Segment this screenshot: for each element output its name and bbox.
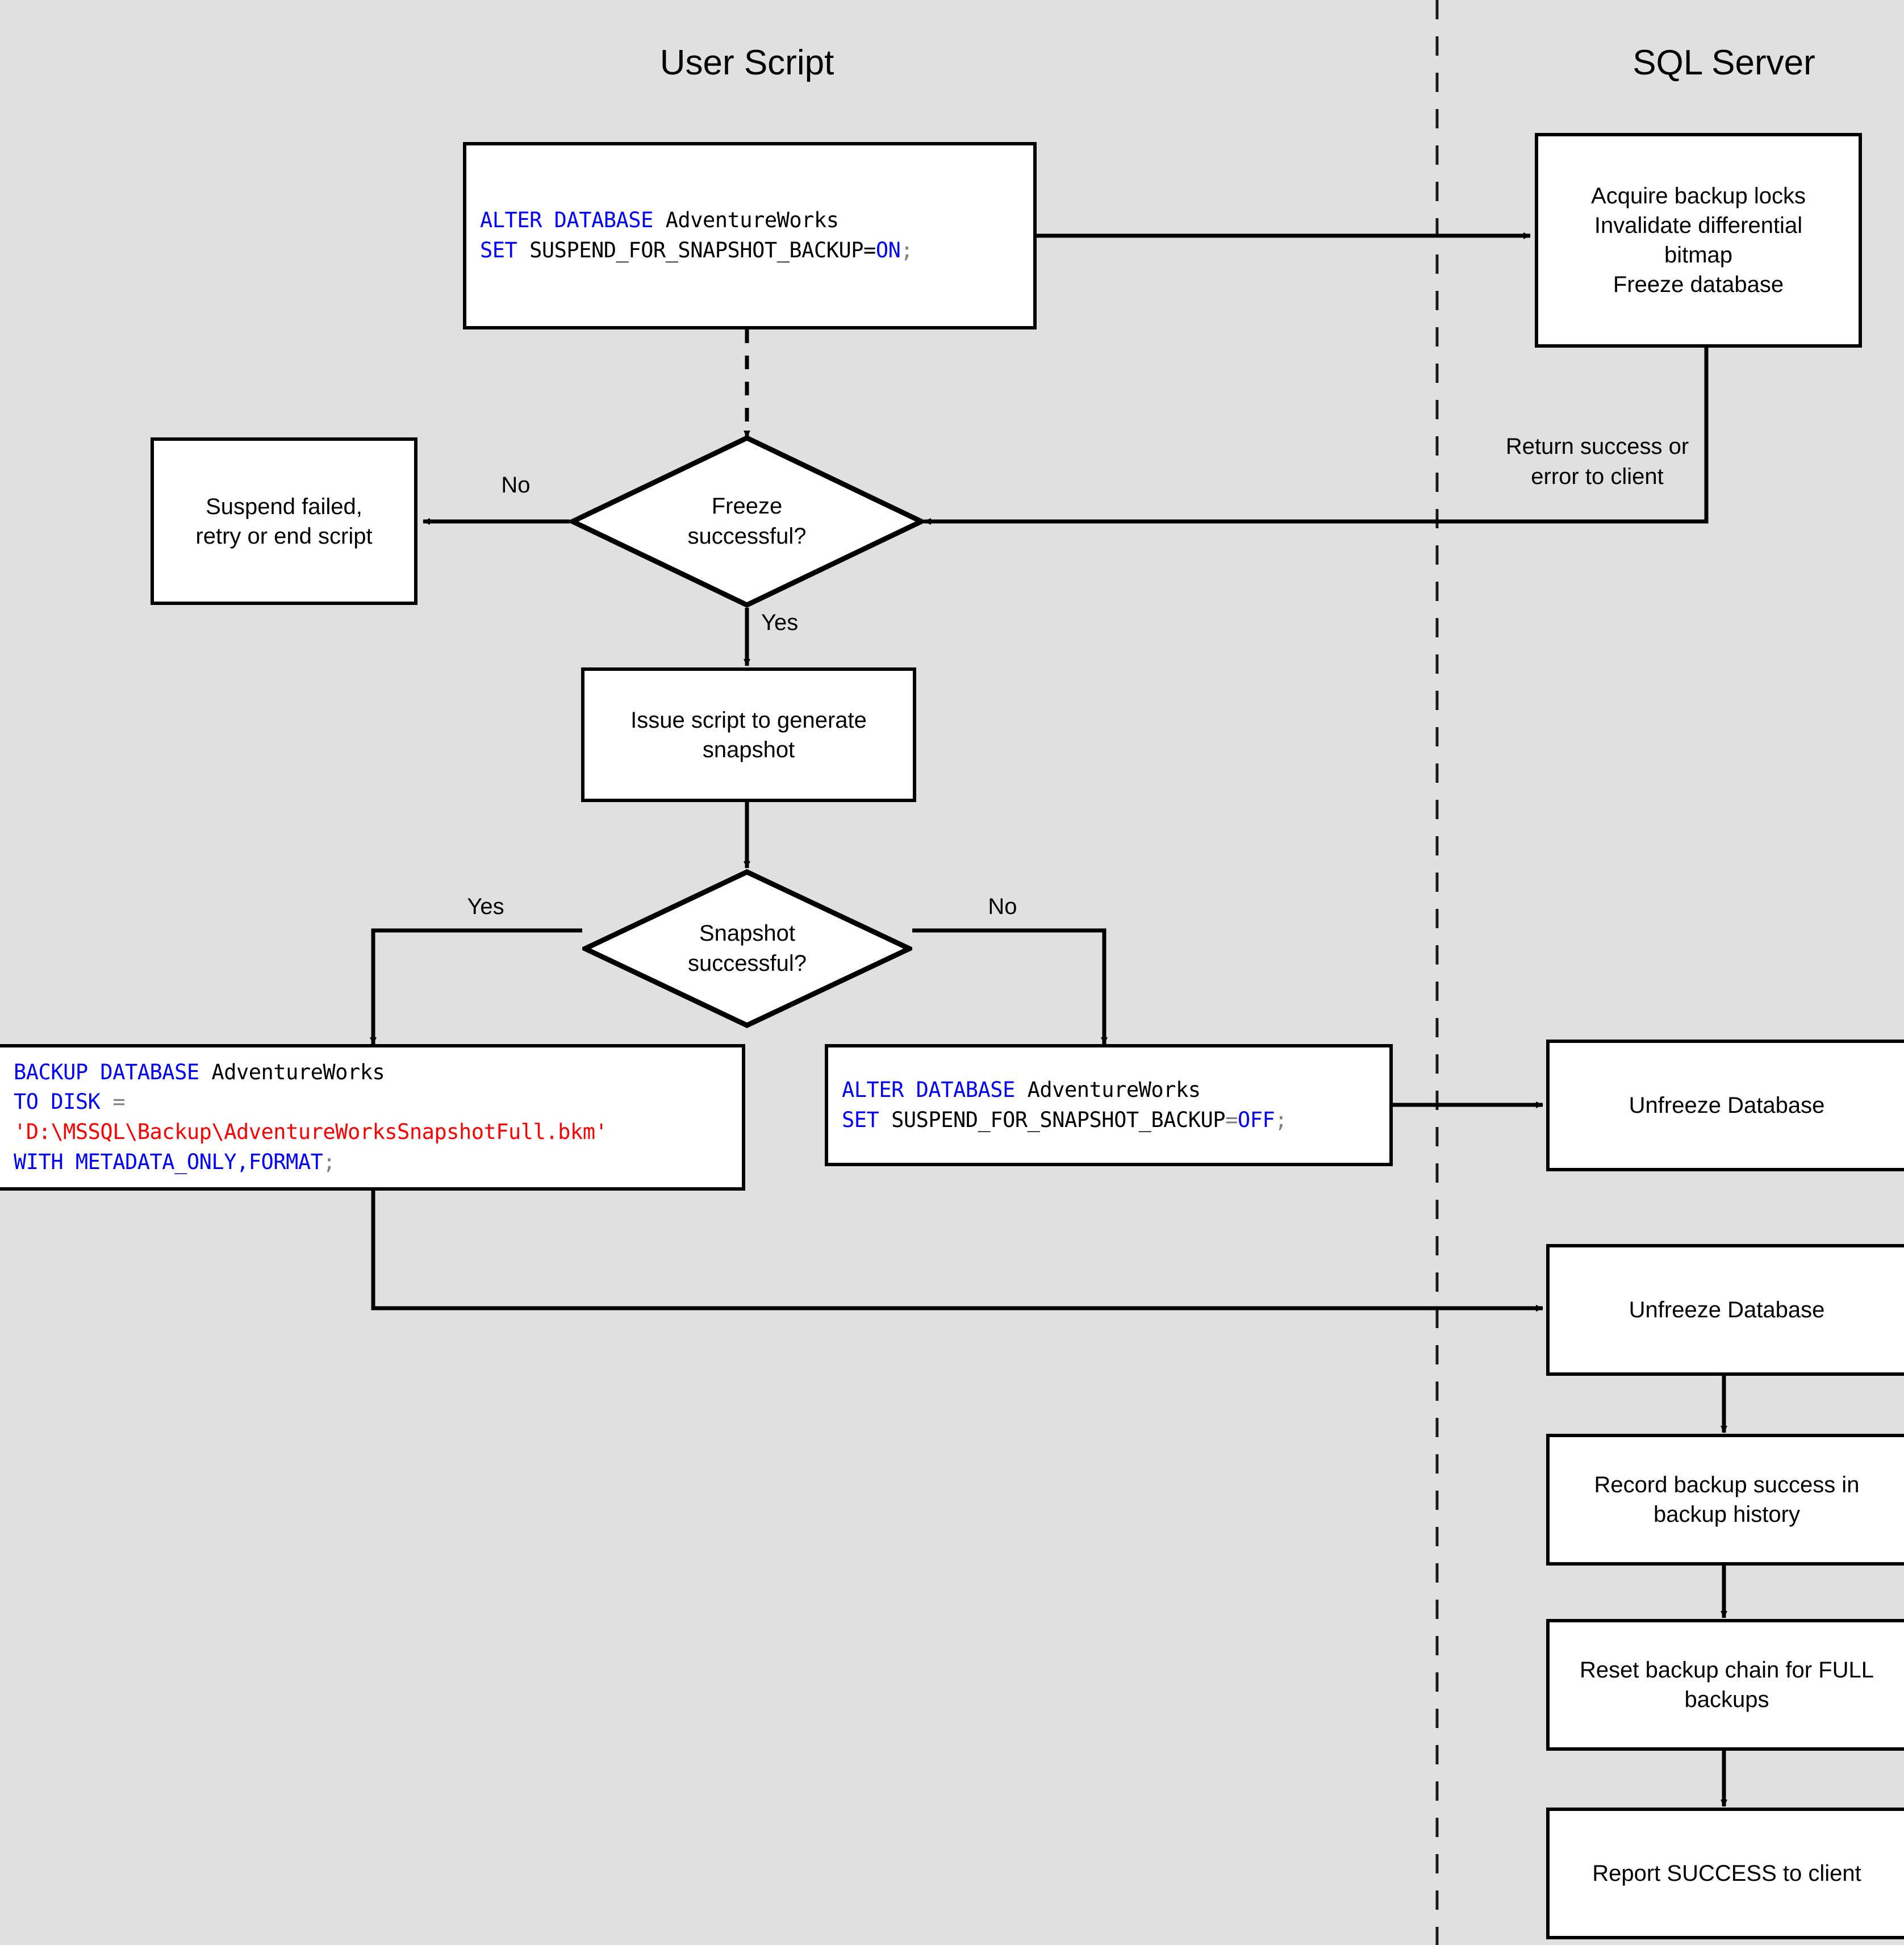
node-unfreeze-database-1[interactable]: Unfreeze Database	[1546, 1040, 1904, 1171]
edge-label-return-to-client: Return success or error to client	[1505, 434, 1689, 489]
code-line: ALTER DATABASE AdventureWorks	[828, 1075, 1389, 1105]
code-token-id: SUSPEND_FOR_SNAPSHOT_BACKUP	[891, 1107, 1226, 1132]
node-unfreeze-database-1-label: Unfreeze Database	[1629, 1093, 1825, 1118]
node-unfreeze-database-2[interactable]: Unfreeze Database	[1546, 1244, 1904, 1376]
node-record-backup-success[interactable]: Record backup success in backup history	[1546, 1434, 1904, 1566]
node-reset-backup-chain-label: Reset backup chain for FULL backups	[1579, 1658, 1874, 1712]
node-suspend-failed[interactable]: Suspend failed, retry or end script	[151, 437, 417, 605]
node-record-backup-success-label: Record backup success in backup history	[1594, 1472, 1860, 1527]
code-token-id: AdventureWorks	[1027, 1077, 1201, 1102]
decision-snapshot-successful-label: Snapshot successful?	[688, 921, 807, 976]
code-line: WITH METADATA_ONLY,FORMAT;	[0, 1147, 742, 1178]
code-line: BACKUP DATABASE AdventureWorks	[0, 1058, 742, 1088]
node-reset-backup-chain[interactable]: Reset backup chain for FULL backups	[1546, 1619, 1904, 1751]
decision-snapshot-successful[interactable]: Snapshot successful?	[582, 869, 912, 1028]
code-token-pun: =	[112, 1090, 125, 1115]
node-issue-script-generate-snapshot-label: Issue script to generate snapshot	[631, 707, 867, 762]
code-line: TO DISK =	[0, 1087, 742, 1117]
decision-freeze-successful[interactable]: Freeze successful?	[570, 435, 924, 608]
code-line: ALTER DATABASE AdventureWorks	[466, 206, 1033, 236]
code-token-id: SUSPEND_FOR_SNAPSHOT_BACKUP=	[529, 238, 876, 262]
code-token-kw: TO DISK	[14, 1090, 113, 1115]
code-token-str: 'D:\MSSQL\Backup\AdventureWorksSnapshotF…	[14, 1120, 608, 1144]
swimlane-title-user-script: User Script	[659, 43, 834, 82]
node-suspend-failed-label: Suspend failed, retry or end script	[195, 494, 373, 549]
code-token-id: AdventureWorks	[665, 208, 839, 233]
node-acquire-backup-locks[interactable]: Acquire backup locks Invalidate differen…	[1535, 133, 1862, 348]
edge-label-freeze-no: No	[501, 473, 531, 498]
code-token-id: AdventureWorks	[211, 1059, 385, 1084]
code-token-kw: ALTER DATABASE	[480, 208, 666, 233]
code-token-kw: OFF	[1237, 1107, 1275, 1132]
code-line: 'D:\MSSQL\Backup\AdventureWorksSnapshotF…	[0, 1117, 742, 1147]
code-token-kw: ON	[875, 238, 901, 262]
swimlane-title-sql-server: SQL Server	[1632, 43, 1815, 82]
code-token-kw: ALTER DATABASE	[842, 1077, 1028, 1102]
decision-freeze-successful-label: Freeze successful?	[687, 494, 807, 549]
node-issue-script-generate-snapshot[interactable]: Issue script to generate snapshot	[581, 667, 916, 802]
code-token-pun: ;	[900, 238, 913, 262]
code-token-pun: ;	[1275, 1107, 1287, 1132]
code-token-pun: =	[1225, 1107, 1238, 1132]
node-unfreeze-database-2-label: Unfreeze Database	[1629, 1297, 1825, 1322]
node-report-success-to-client[interactable]: Report SUCCESS to client	[1546, 1808, 1904, 1939]
code-line: SET SUSPEND_FOR_SNAPSHOT_BACKUP=ON;	[466, 236, 1033, 266]
code-token-kw: WITH METADATA_ONLY,FORMAT	[14, 1149, 323, 1174]
code-token-kw: BACKUP DATABASE	[14, 1059, 212, 1084]
edge-label-snapshot-no: No	[988, 894, 1017, 919]
edge-label-freeze-yes: Yes	[761, 610, 799, 635]
code-line: SET SUSPEND_FOR_SNAPSHOT_BACKUP=OFF;	[828, 1105, 1389, 1136]
code-token-kw: SET	[842, 1107, 892, 1132]
edge-label-snapshot-yes: Yes	[467, 894, 504, 919]
node-report-success-to-client-label: Report SUCCESS to client	[1592, 1861, 1861, 1886]
code-token-pun: ;	[323, 1149, 336, 1174]
node-acquire-backup-locks-label: Acquire backup locks Invalidate differen…	[1591, 183, 1806, 297]
code-token-kw: SET	[480, 238, 530, 262]
